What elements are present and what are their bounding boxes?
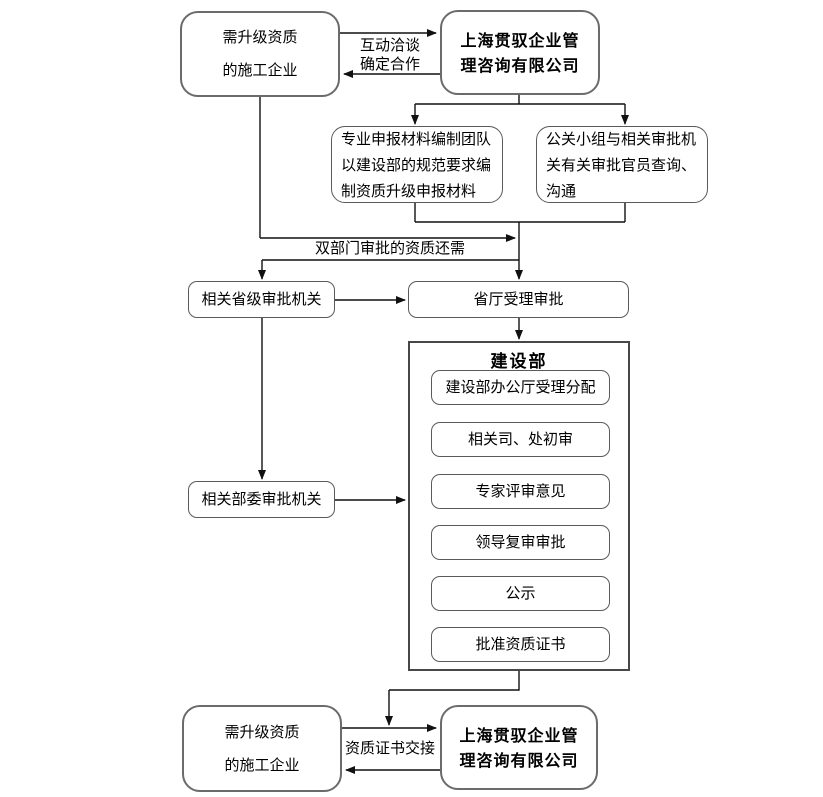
pr-team-text: 公关小组与相关审批机关有关审批官员查询、沟通 [546,129,697,200]
ministry-authority-box: 相关部委审批机关 [188,481,335,518]
company-box-bottom-line2: 理咨询有限公司 [459,750,579,770]
negotiation-label: 互动洽谈 确定合作 [330,36,450,74]
certificate-handover-label: 资质证书交接 [344,739,435,757]
pr-team-box: 公关小组与相关审批机关有关审批官员查询、沟通 [536,126,708,203]
step-publicity-box: 公示 [431,576,610,611]
materials-team-box: 专业申报材料编制团队以建设部的规范要求编制资质升级申报材料 [331,126,503,203]
company-box-bottom-line1: 上海贯驭企业管 [459,725,579,745]
company-box-top: 上海贯驭企业管 理咨询有限公司 [440,10,600,95]
company-box-bottom: 上海贯驭企业管 理咨询有限公司 [440,705,598,790]
client-box-top: 需升级资质 的施工企业 [180,11,340,97]
step-certificate-box: 批准资质证书 [431,627,610,662]
client-box-bottom: 需升级资质 的施工企业 [182,705,342,792]
client-box-bottom-line2: 的施工企业 [224,755,300,774]
client-box-top-line1: 需升级资质 [222,28,298,46]
materials-team-text: 专业申报材料编制团队以建设部的规范要求编制资质升级申报材料 [341,129,492,200]
step-initial-review-box: 相关司、处初审 [431,422,610,457]
line-container-elbow [389,671,520,691]
line-company-split [415,95,625,105]
dual-approval-label: 双部门审批的资质还需 [314,239,465,257]
ministry-title: 建设部 [490,352,548,372]
step-leader-approval-box: 领导复审审批 [431,525,610,560]
provincial-hall-box: 省厅受理审批 [408,281,629,318]
client-box-bottom-line1: 需升级资质 [224,722,300,741]
negotiation-label-line2: 确定合作 [359,55,420,73]
provincial-authority-box: 相关省级审批机关 [188,281,335,318]
company-box-top-line1: 上海贯驭企业管 [460,30,580,50]
line-merge-submission [414,203,626,223]
negotiation-label-line1: 互动洽谈 [359,36,420,54]
step-reception-box: 建设部办公厅受理分配 [431,370,610,405]
client-box-top-line2: 的施工企业 [222,61,298,79]
step-expert-review-box: 专家评审意见 [431,474,610,509]
company-box-top-line2: 理咨询有限公司 [460,55,580,75]
